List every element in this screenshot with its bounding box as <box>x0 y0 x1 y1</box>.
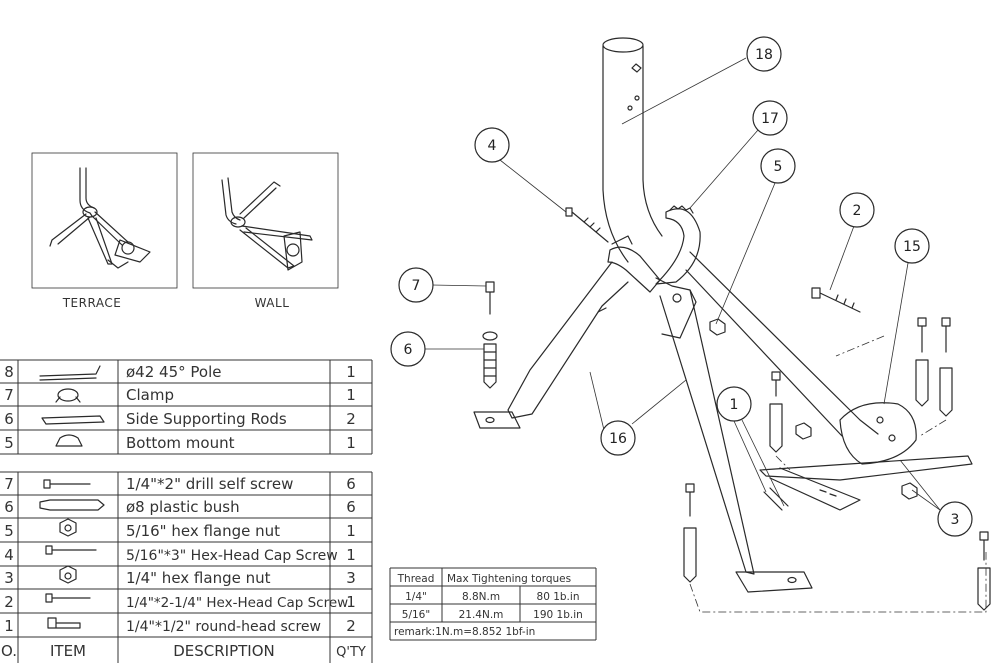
svg-text:1/4": 1/4" <box>405 591 427 603</box>
svg-text:18: 18 <box>755 47 773 63</box>
svg-text:6: 6 <box>4 410 14 428</box>
svg-text:5: 5 <box>774 159 783 175</box>
parts-table <box>0 359 373 663</box>
svg-text:1: 1 <box>346 593 356 611</box>
pole-part-18 <box>602 37 663 263</box>
parts-bottom-icons <box>39 479 105 629</box>
svg-text:ITEM: ITEM <box>50 642 86 660</box>
callout-6: 6 <box>390 331 484 367</box>
callout-18: 18 <box>621 36 782 125</box>
pole-extension <box>685 251 879 437</box>
svg-text:Max Tightening torques: Max Tightening torques <box>447 573 571 585</box>
svg-text:1/4" hex flange nut: 1/4" hex flange nut <box>126 569 271 587</box>
svg-text:3: 3 <box>346 569 356 587</box>
svg-text:4: 4 <box>4 546 14 564</box>
svg-text:8: 8 <box>4 363 14 381</box>
bottom-mount-part-15 <box>759 402 973 511</box>
svg-text:Bottom mount: Bottom mount <box>126 434 235 452</box>
svg-text:21.4N.m: 21.4N.m <box>459 609 504 621</box>
svg-text:5/16": 5/16" <box>402 609 430 621</box>
callout-17: 17 <box>689 100 788 209</box>
svg-text:6: 6 <box>346 498 356 516</box>
svg-text:ø8 plastic bush: ø8 plastic bush <box>126 498 240 516</box>
svg-text:Side Supporting Rods: Side Supporting Rods <box>126 410 287 428</box>
callout-4: 4 <box>474 127 567 213</box>
svg-text:1: 1 <box>346 522 356 540</box>
svg-text:6: 6 <box>404 342 413 358</box>
svg-text:remark:1N.m=8.852 1bf-in: remark:1N.m=8.852 1bf-in <box>394 626 535 638</box>
svg-text:7: 7 <box>4 386 14 404</box>
svg-text:8.8N.m: 8.8N.m <box>462 591 500 603</box>
svg-text:16: 16 <box>609 431 627 447</box>
svg-text:3: 3 <box>4 569 14 587</box>
clamp-part-17 <box>607 205 701 293</box>
svg-text:1/4"*1/2" round-head screw: 1/4"*1/2" round-head screw <box>126 619 321 635</box>
svg-text:17: 17 <box>761 111 779 127</box>
svg-text:2: 2 <box>853 203 862 219</box>
svg-text:6: 6 <box>4 498 14 516</box>
parts-top-rows: 8 ø42 45° Pole 1 7 Clamp 1 6 Side Suppor… <box>4 363 356 452</box>
svg-text:Q'TY: Q'TY <box>336 645 366 660</box>
screws <box>482 207 991 611</box>
svg-text:Clamp: Clamp <box>126 386 174 404</box>
terrace-view <box>31 152 178 289</box>
svg-text:1: 1 <box>4 617 14 635</box>
svg-text:1: 1 <box>346 363 356 381</box>
svg-text:1/4"*2" drill self screw: 1/4"*2" drill self screw <box>126 475 293 493</box>
callout-15: 15 <box>883 228 930 405</box>
svg-text:6: 6 <box>346 475 356 493</box>
callout-2: 2 <box>829 192 875 291</box>
torque-table <box>389 567 597 641</box>
svg-text:190 1b.in: 190 1b.in <box>533 609 583 621</box>
side-rod-right <box>655 277 813 593</box>
torque-text: Thread Max Tightening torques 1/4" 8.8N.… <box>394 573 583 638</box>
side-rod-left <box>473 261 629 429</box>
wall-view <box>192 152 339 289</box>
svg-text:5: 5 <box>4 434 14 452</box>
svg-text:5: 5 <box>4 522 14 540</box>
svg-text:15: 15 <box>903 239 921 255</box>
svg-text:3: 3 <box>951 512 960 528</box>
svg-text:1: 1 <box>346 386 356 404</box>
svg-text:4: 4 <box>488 138 497 154</box>
svg-text:O.: O. <box>1 642 17 660</box>
svg-text:5/16"*3" Hex-Head Cap Screw: 5/16"*3" Hex-Head Cap Screw <box>126 548 338 564</box>
callout-7: 7 <box>398 267 487 303</box>
svg-text:1: 1 <box>346 434 356 452</box>
svg-text:ø42 45° Pole: ø42 45° Pole <box>126 363 221 381</box>
callout-5: 5 <box>715 148 796 325</box>
svg-text:1: 1 <box>730 397 739 413</box>
callout-3: 3 <box>899 459 973 537</box>
svg-text:7: 7 <box>4 475 14 493</box>
svg-text:DESCRIPTION: DESCRIPTION <box>173 642 275 660</box>
wall-label: WALL <box>255 296 290 310</box>
svg-text:80 1b.in: 80 1b.in <box>537 591 580 603</box>
svg-text:2: 2 <box>346 617 356 635</box>
callout-1: 1 <box>716 386 785 507</box>
svg-text:1: 1 <box>346 546 356 564</box>
svg-text:2: 2 <box>4 593 14 611</box>
svg-text:Thread: Thread <box>397 573 435 585</box>
svg-text:5/16" hex flange nut: 5/16" hex flange nut <box>126 522 280 540</box>
svg-text:7: 7 <box>412 278 421 294</box>
terrace-label: TERRACE <box>62 296 122 310</box>
svg-text:2: 2 <box>346 410 356 428</box>
assembly-lines <box>689 335 987 613</box>
svg-text:1/4"*2-1/4" Hex-Head Cap Screw: 1/4"*2-1/4" Hex-Head Cap Screw <box>126 595 348 611</box>
parts-top-icons <box>39 365 105 447</box>
parts-bottom-rows: 7 1/4"*2" drill self screw 6 6 ø8 plasti… <box>1 475 366 660</box>
callout-16: 16 <box>589 371 687 456</box>
